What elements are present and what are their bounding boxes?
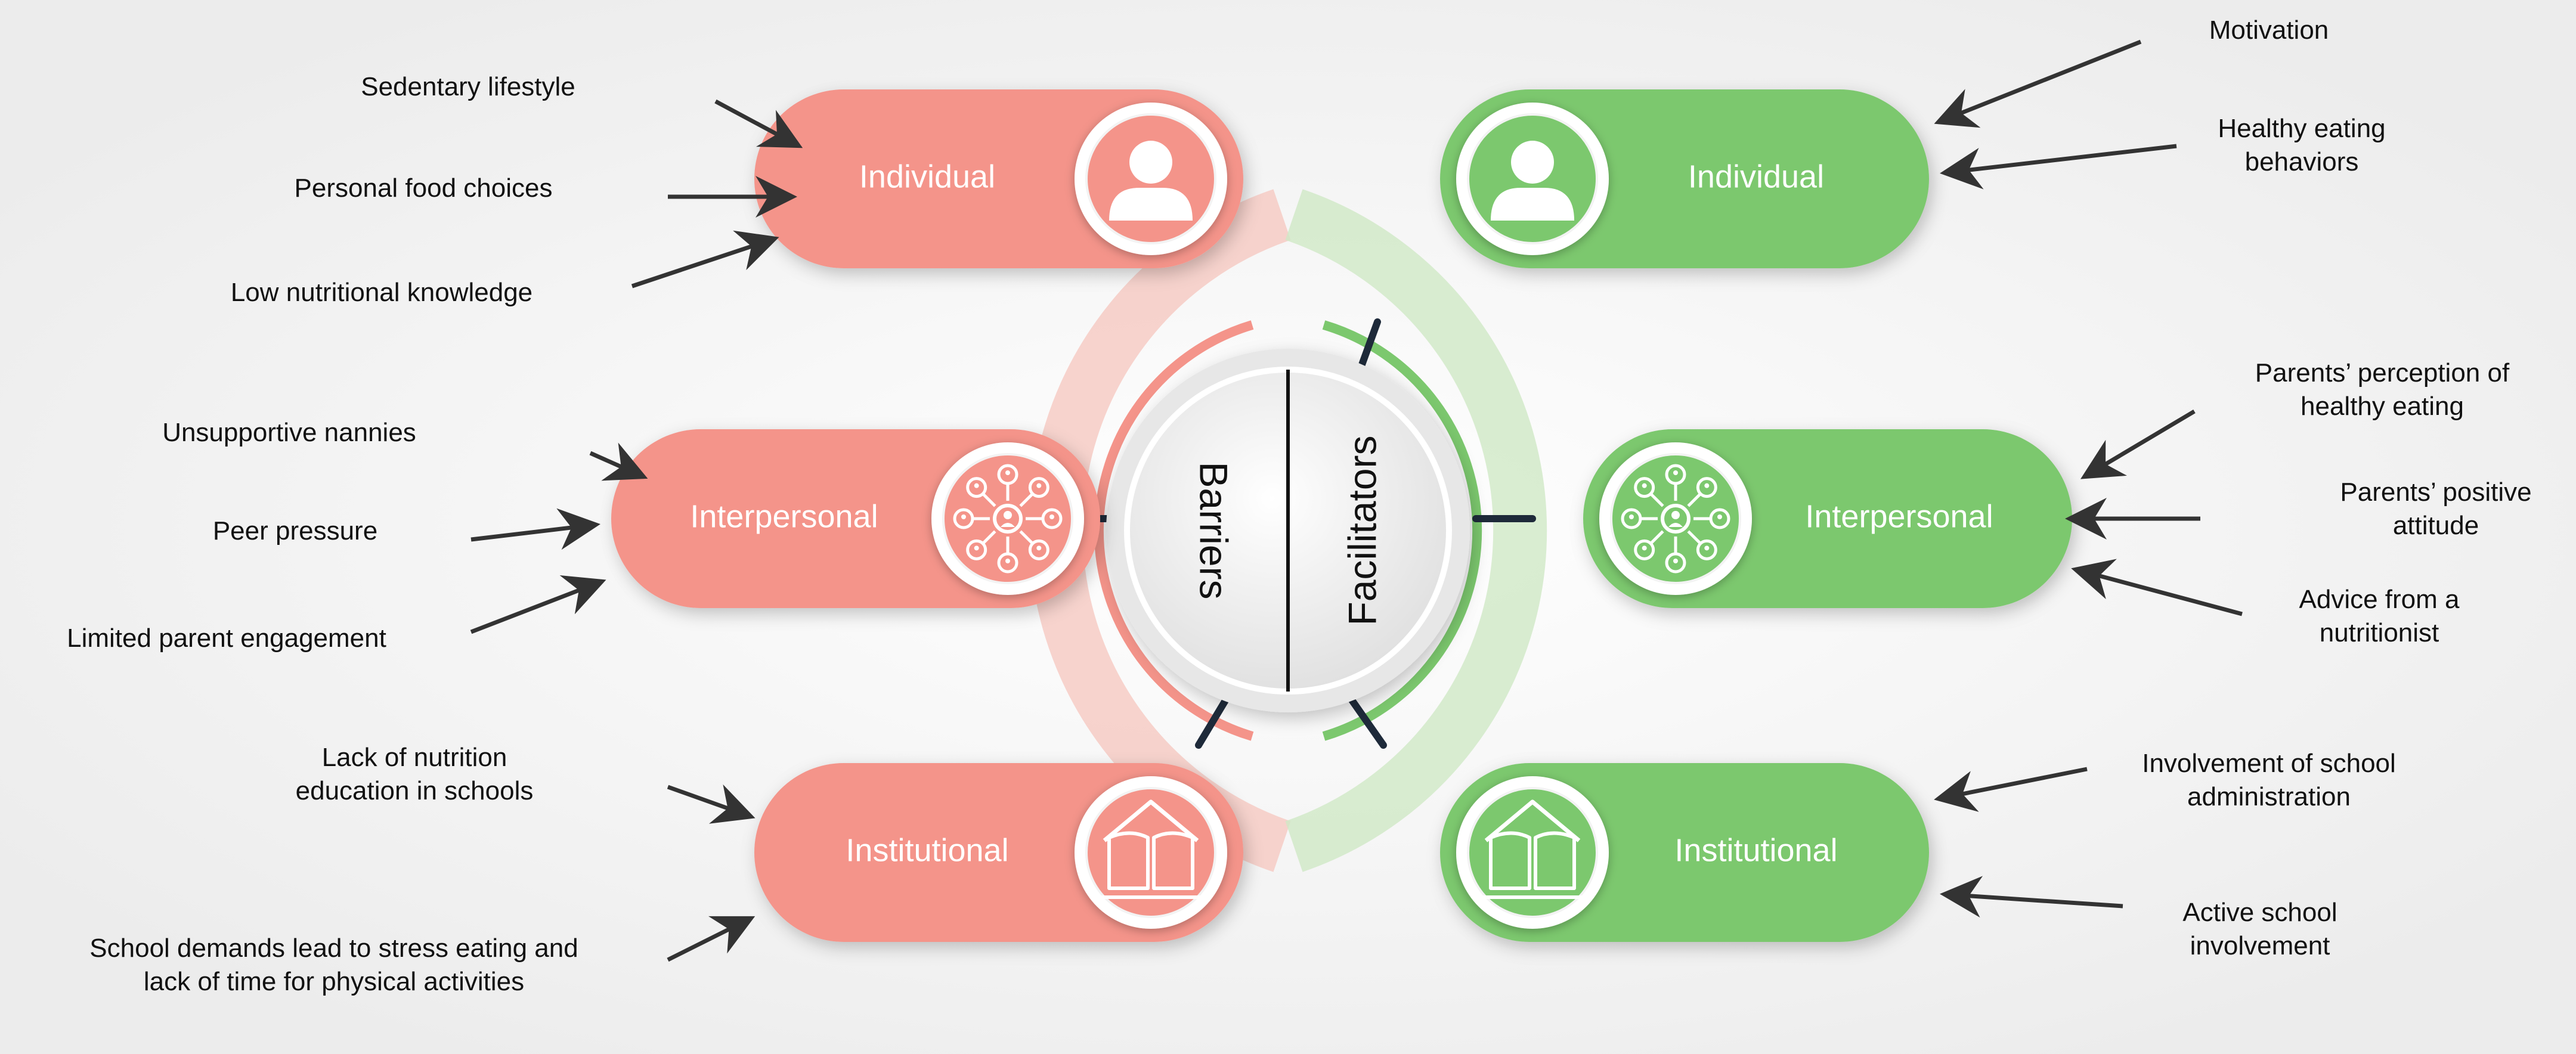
barriers-factor-label: Peer pressure <box>213 516 377 545</box>
barriers-factor-label: Sedentary lifestyle <box>361 72 575 101</box>
icon-badge-inner <box>1085 787 1216 918</box>
barriers-factor-label: Limited parent engagement <box>67 624 386 653</box>
facilitators-pill-individual: Individual <box>1440 89 1929 268</box>
facilitators-level-label: Interpersonal <box>1805 498 1993 534</box>
factor-arrow <box>2080 409 2196 479</box>
network-icon <box>953 464 1063 574</box>
icon-badge-inner <box>1467 787 1598 918</box>
facilitators-factor-label: Motivation <box>2209 16 2329 45</box>
barriers-level-label: Institutional <box>846 832 1008 868</box>
network-icon <box>1621 464 1730 574</box>
person-icon <box>1109 141 1193 221</box>
factor-arrow <box>2071 559 2243 616</box>
barriers-factor-label: Unsupportive nannies <box>162 418 416 447</box>
factor-arrow <box>714 99 803 148</box>
barriers-pill-institutional: Institutional <box>754 763 1243 942</box>
facilitators-inner-arc <box>1322 320 1482 741</box>
facilitators-label: Facilitators <box>1340 435 1384 625</box>
factor-arrow <box>667 916 756 962</box>
barriers-factor-label: Personal food choices <box>295 173 553 203</box>
barriers-level-label: Individual <box>859 159 995 194</box>
barriers-level-label: Interpersonal <box>690 498 878 534</box>
facilitators-level-label: Institutional <box>1674 832 1837 868</box>
facilitators-ring <box>1285 189 1547 872</box>
barriers-factor-label: School demands lead to stress eating and… <box>89 934 578 996</box>
factor-arrow <box>470 575 606 634</box>
factor-arrow <box>1934 39 2142 128</box>
factor-arrow <box>589 442 648 481</box>
factor-arrow <box>1940 144 2177 190</box>
factor-arrow <box>1940 876 2123 918</box>
school-book-icon <box>1482 799 1583 899</box>
center-disc: Barriers Facilitators <box>1106 349 1470 712</box>
school-book-icon <box>1100 799 1202 899</box>
facilitators-pill-institutional: Institutional <box>1440 763 1929 942</box>
factor-arrow <box>631 230 779 289</box>
barriers-label: Barriers <box>1192 461 1236 599</box>
facilitators-pill-interpersonal: Interpersonal <box>1583 429 2072 608</box>
facilitators-level-label: Individual <box>1688 159 1824 194</box>
barriers-pill-interpersonal: Interpersonal <box>611 429 1100 608</box>
barriers-factor-label: Low nutritional knowledge <box>231 278 532 307</box>
factor-arrow <box>667 784 756 824</box>
factor-arrow <box>470 508 600 550</box>
barriers-pill-individual: Individual <box>754 89 1243 268</box>
factor-arrow <box>1934 767 2088 812</box>
person-icon <box>1491 141 1574 221</box>
